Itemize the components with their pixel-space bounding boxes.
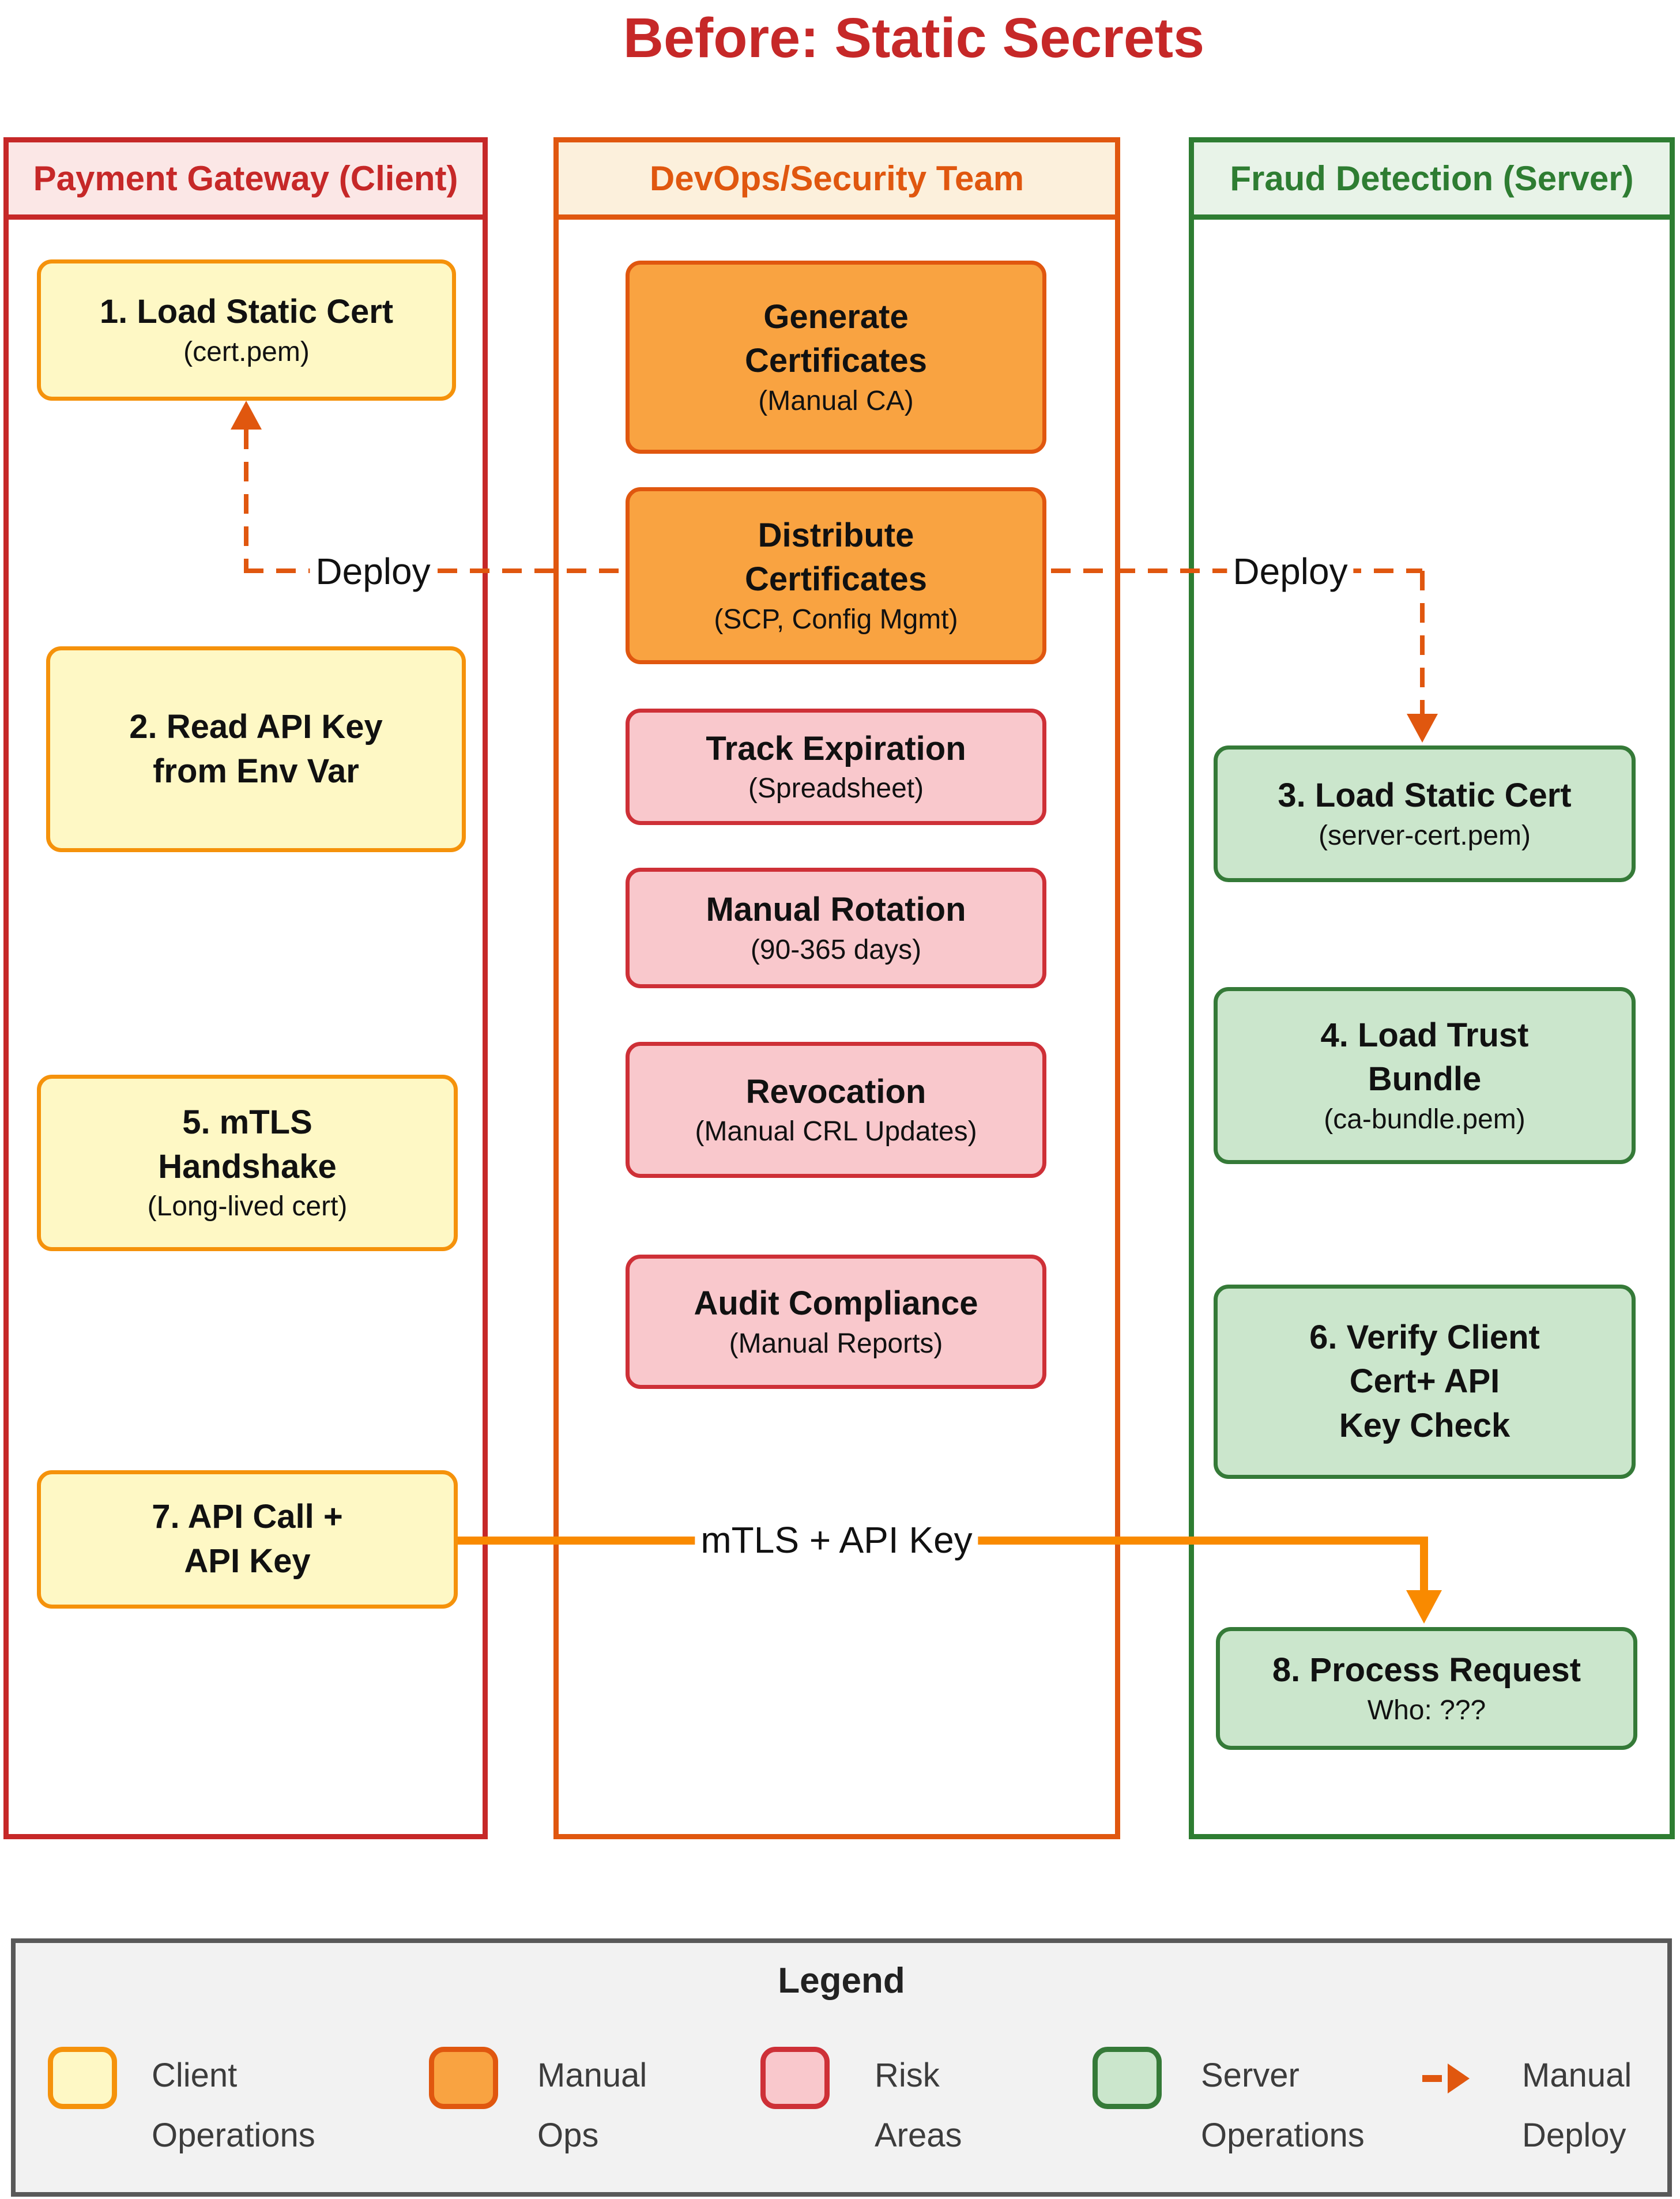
client-column-header: Payment Gateway (Client) bbox=[9, 142, 483, 220]
deploy-dashed-line-left-vertical bbox=[244, 430, 248, 571]
step7-title: 7. API Call + API Key bbox=[152, 1498, 343, 1580]
rotation-title: Manual Rotation bbox=[706, 891, 966, 929]
step7-api-call-box: 7. API Call + API Key bbox=[37, 1470, 458, 1609]
mtls-line-vertical bbox=[1420, 1537, 1428, 1594]
server-column-title: Fraud Detection (Server) bbox=[1230, 159, 1634, 198]
step1-subtitle: (cert.pem) bbox=[183, 336, 310, 367]
step8-subtitle: Who: ??? bbox=[1367, 1695, 1486, 1726]
audit-compliance-box: Audit Compliance (Manual Reports) bbox=[626, 1255, 1046, 1389]
step6-title: 6. Verify Client Cert+ API Key Check bbox=[1309, 1318, 1540, 1444]
client-column-title: Payment Gateway (Client) bbox=[33, 159, 458, 198]
audit-title: Audit Compliance bbox=[694, 1285, 978, 1323]
step6-verify-client-cert-box: 6. Verify Client Cert+ API Key Check bbox=[1214, 1285, 1636, 1479]
distribute-title: Distribute Certificates bbox=[745, 516, 927, 598]
generate-title: Generate Certificates bbox=[745, 298, 927, 380]
mtls-api-key-label: mTLS + API Key bbox=[695, 1519, 978, 1561]
step5-title: 5. mTLS Handshake bbox=[158, 1104, 337, 1185]
deploy-arrowhead-down-icon bbox=[1407, 714, 1438, 743]
step1-title: 1. Load Static Cert bbox=[99, 293, 394, 331]
revocation-subtitle: (Manual CRL Updates) bbox=[695, 1116, 977, 1147]
track-expiration-box: Track Expiration (Spreadsheet) bbox=[626, 709, 1046, 825]
rotation-subtitle: (90-365 days) bbox=[750, 934, 922, 965]
step3-title: 3. Load Static Cert bbox=[1278, 777, 1572, 815]
step5-subtitle: (Long-lived cert) bbox=[147, 1191, 348, 1222]
legend-label-server-operations: Server Operations bbox=[1201, 2057, 1365, 2154]
step1-load-static-cert-box: 1. Load Static Cert (cert.pem) bbox=[37, 259, 456, 401]
deploy-dashed-line-right-vertical bbox=[1420, 571, 1425, 715]
legend-label-manual-ops: Manual Ops bbox=[537, 2057, 647, 2154]
deploy-label-right: Deploy bbox=[1227, 550, 1354, 593]
manual-rotation-box: Manual Rotation (90-365 days) bbox=[626, 868, 1046, 988]
step4-title: 4. Load Trust Bundle bbox=[1320, 1016, 1529, 1098]
distribute-certificates-box: Distribute Certificates (SCP, Config Mgm… bbox=[626, 487, 1046, 664]
revocation-box: Revocation (Manual CRL Updates) bbox=[626, 1042, 1046, 1178]
page-title: Before: Static Secrets bbox=[623, 6, 1205, 69]
revocation-title: Revocation bbox=[745, 1072, 926, 1110]
manual-deploy-arrow-tip bbox=[1448, 2064, 1470, 2093]
step4-subtitle: (ca-bundle.pem) bbox=[1324, 1104, 1525, 1135]
legend-title: Legend bbox=[778, 1961, 905, 2001]
distribute-subtitle: (SCP, Config Mgmt) bbox=[714, 604, 958, 635]
devops-column-header: DevOps/Security Team bbox=[559, 142, 1115, 220]
step8-process-request-box: 8. Process Request Who: ??? bbox=[1216, 1627, 1637, 1750]
legend: Legend Client Operations Manual Ops Risk… bbox=[11, 1938, 1672, 2197]
manual-deploy-arrow-icon bbox=[1422, 2061, 1509, 2096]
track-title: Track Expiration bbox=[706, 729, 966, 767]
track-subtitle: (Spreadsheet) bbox=[748, 773, 924, 804]
legend-label-risk-areas: Risk Areas bbox=[875, 2057, 962, 2154]
step5-mtls-handshake-box: 5. mTLS Handshake (Long-lived cert) bbox=[37, 1075, 458, 1251]
step2-read-api-key-box: 2. Read API Key from Env Var bbox=[46, 646, 466, 852]
server-operations-swatch bbox=[1093, 2047, 1162, 2109]
step4-load-trust-bundle-box: 4. Load Trust Bundle (ca-bundle.pem) bbox=[1214, 987, 1636, 1164]
step2-title: 2. Read API Key from Env Var bbox=[129, 707, 383, 790]
client-operations-swatch bbox=[48, 2047, 117, 2109]
server-column-header: Fraud Detection (Server) bbox=[1194, 142, 1670, 220]
legend-label-manual-deploy: Manual Deploy bbox=[1522, 2057, 1632, 2154]
mtls-arrowhead-down-icon bbox=[1406, 1590, 1442, 1624]
deploy-arrowhead-up-icon bbox=[231, 401, 262, 430]
step3-load-static-cert-box: 3. Load Static Cert (server-cert.pem) bbox=[1214, 745, 1636, 882]
manual-ops-swatch bbox=[429, 2047, 498, 2109]
risk-areas-swatch bbox=[760, 2047, 830, 2109]
step3-subtitle: (server-cert.pem) bbox=[1318, 820, 1531, 851]
legend-label-client-operations: Client Operations bbox=[152, 2057, 315, 2154]
generate-subtitle: (Manual CA) bbox=[758, 385, 914, 416]
devops-column-title: DevOps/Security Team bbox=[649, 159, 1024, 198]
audit-subtitle: (Manual Reports) bbox=[729, 1328, 943, 1359]
generate-certificates-box: Generate Certificates (Manual CA) bbox=[626, 261, 1046, 454]
manual-deploy-arrow-dash bbox=[1422, 2075, 1442, 2082]
step8-title: 8. Process Request bbox=[1272, 1651, 1581, 1689]
deploy-label-left: Deploy bbox=[310, 550, 436, 593]
